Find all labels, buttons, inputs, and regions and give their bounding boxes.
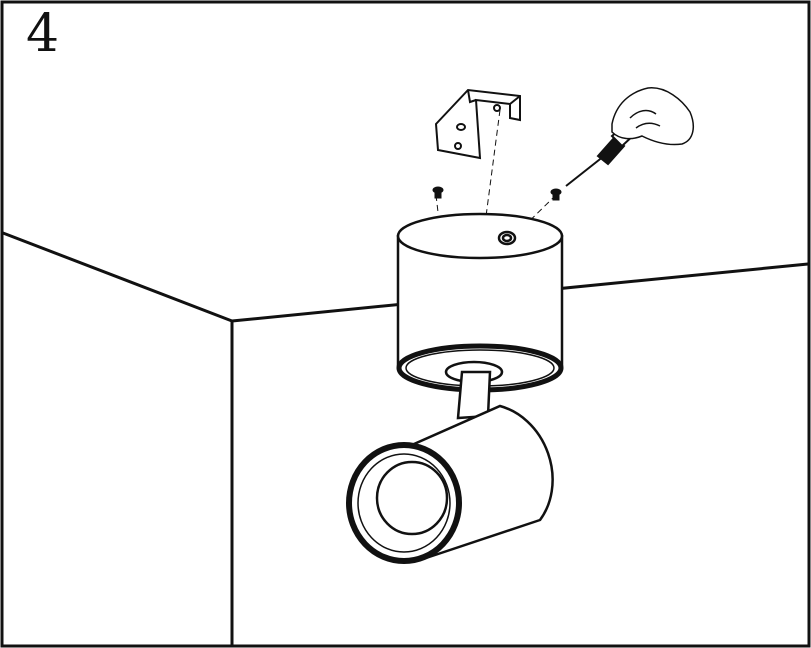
hand-icon (611, 87, 695, 146)
ceiling-canopy (396, 212, 564, 393)
spotlight-head (346, 404, 554, 564)
mounting-bracket (434, 88, 521, 160)
screw-left (432, 186, 444, 199)
light-stem (444, 360, 504, 420)
screw-right (550, 188, 562, 201)
step-number: 4 (26, 4, 60, 64)
ceiling-left-edge (2, 231, 233, 323)
